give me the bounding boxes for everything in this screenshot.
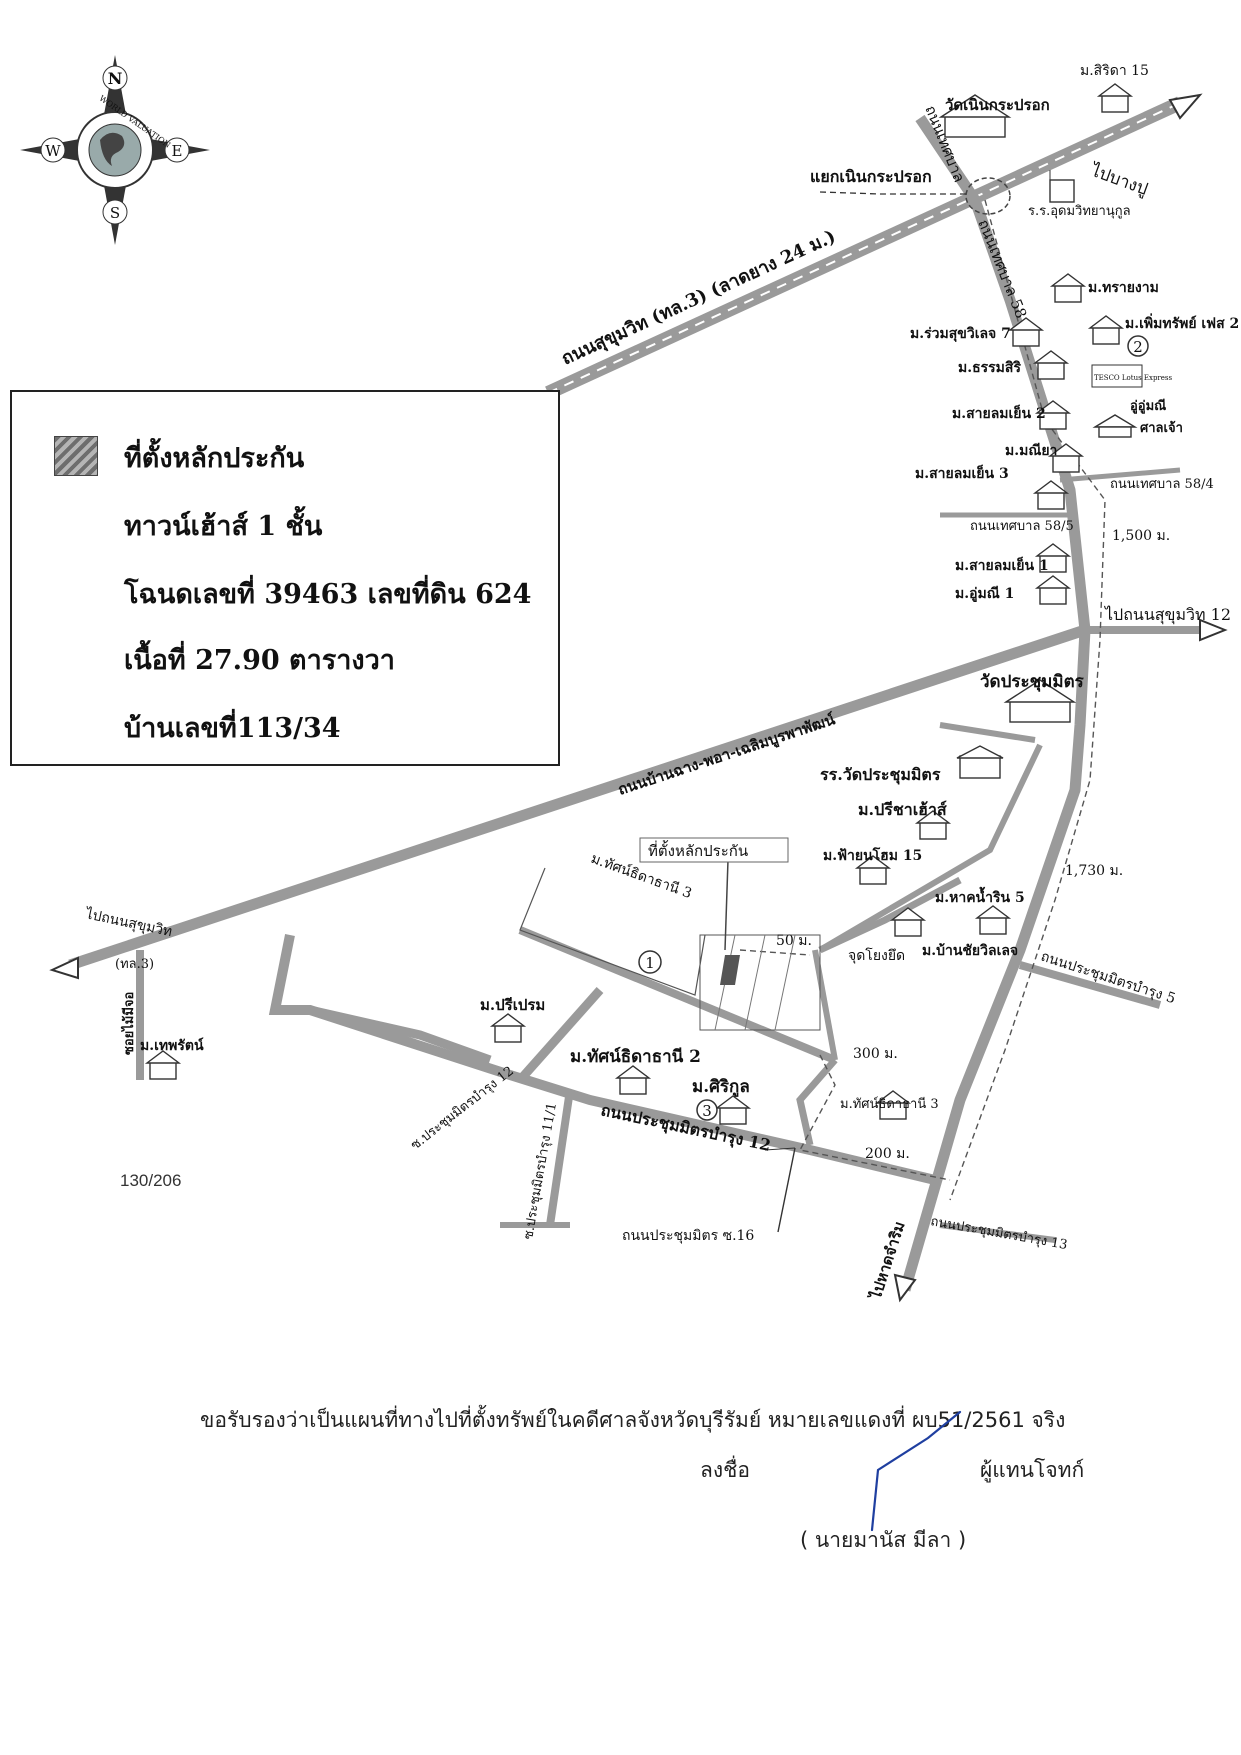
- legend-box: ที่ตั้งหลักประกัน ทาวน์เฮ้าส์ 1 ชั้น โฉน…: [10, 390, 560, 766]
- page-reference: 130/206: [120, 1171, 181, 1190]
- road-label-to-sukhumvit-left: ไปถนนสุขุมวิท: [83, 905, 174, 940]
- label-m-ruamsuk: ม.ร่วมสุขวิเลจ 7: [910, 326, 1011, 342]
- label-m-sailom-3: ม.สายลมเย็น 3: [915, 464, 1009, 482]
- distance-labels: 1,500 ม. 1,730 ม. 50 ม. 300 ม. 200 ม.: [776, 528, 1170, 1162]
- roads: [49, 93, 1228, 1303]
- road-label-thesaban-58-4: ถนนเทศบาล 58/4: [1110, 477, 1214, 492]
- road-label-soi: ซอยไม้มีจอ: [120, 992, 137, 1055]
- label-wat-prachum: วัดประชุมมิตร: [980, 672, 1085, 692]
- label-m-mani: ม.มณียา: [1005, 443, 1057, 459]
- road-label-prachum-13: ถนนประชุมมิตรบำรุง 13: [929, 1214, 1068, 1253]
- distance-1730: 1,730 ม.: [1065, 863, 1123, 879]
- label-school-prachum: รร.วัดประชุมมิตร: [820, 765, 941, 785]
- label-m-hakhamrin: ม.หาคน้ำริน 5: [935, 886, 1025, 906]
- legend-deed: โฉนดเลขที่ 39463 เลขที่ดิน 624: [124, 579, 532, 610]
- label-m-phoemsap: ม.เพิ่มทรัพย์ เฟส 2: [1125, 313, 1239, 332]
- location-map: N S W E WORLD VALUATION: [20, 55, 1239, 1303]
- label-junction: แยกเนินกระปรอก: [810, 167, 932, 186]
- label-wat-noen: วัดเนินกระปรอก: [945, 96, 1050, 114]
- label-uyumni: อู่อู่มณี: [1130, 398, 1166, 414]
- certification-text: ขอรับรองว่าเป็นแผนที่ทางไปที่ตั้งทรัพย์ใ…: [200, 1408, 1066, 1432]
- signer-role: ผู้แทนโจทก์: [980, 1458, 1085, 1482]
- label-m-pricha: ม.ปรีชาเฮ้าส์: [858, 800, 947, 819]
- compass-south: S: [110, 204, 120, 222]
- distance-1500: 1,500 ม.: [1112, 528, 1170, 544]
- compass-east: E: [172, 142, 183, 160]
- label-m-thatsanithi-3: ม.ทัศน์ธิดาธานี 3: [840, 1096, 939, 1112]
- label-property-callout: ที่ตั้งหลักประกัน: [648, 840, 748, 860]
- landmark-labels: ม.สิริดา 15 วัดเนินกระปรอก แยกเนินกระปรอ…: [140, 63, 1239, 1112]
- handwritten-signature: [870, 1410, 962, 1532]
- label-m-sirita: ม.สิริดา 15: [1080, 63, 1149, 79]
- label-sanchao: ศาลเจ้า: [1140, 420, 1183, 436]
- building-icons: [144, 83, 1143, 1125]
- road-label-tl3: (ทล.3): [115, 957, 154, 972]
- legend-title: ที่ตั้งหลักประกัน: [124, 443, 305, 474]
- label-tesco: TESCO Lotus Express: [1094, 374, 1173, 382]
- label-m-theparat: ม.เทพรัตน์: [140, 1037, 204, 1054]
- label-m-thamsiri: ม.ธรรมสิริ: [958, 360, 1021, 376]
- label-m-thatsanithi-2: ม.ทัศน์ธิดาธานี 2: [570, 1046, 701, 1067]
- compass-north: N: [108, 69, 123, 88]
- legend-property-type: ทาวน์เฮ้าส์ 1 ชั้น: [124, 511, 323, 542]
- distance-200: 200 ม.: [865, 1146, 910, 1162]
- distance-300: 300 ม.: [853, 1046, 898, 1062]
- label-m-uyumni-1: ม.อู่มณี 1: [955, 586, 1014, 602]
- road-label-to-sukhumvit-12: ไปถนนสุขุมวิท 12: [1103, 605, 1231, 625]
- road-label-prachum-12-small: ซ.ประชุมมิตรบำรุง 12: [408, 1064, 517, 1153]
- road-label-prachum-soi-16: ถนนประชุมมิตร ซ.16: [622, 1228, 754, 1244]
- road-label-thesaban-58: ถนนเทศบาล 58: [974, 217, 1030, 321]
- road-label-to-bangpu: ไปบางปู: [1086, 159, 1150, 200]
- road-label-thesaban-58-5: ถนนเทศบาล 58/5: [970, 519, 1074, 534]
- label-m-banchai: ม.บ้านชัยวิลเลจ: [922, 943, 1018, 959]
- road-label-ban-chang: ถนนบ้านฉาง-พอา-เฉลิมบูรพาพัฒน์: [616, 710, 839, 800]
- marker-3: 3: [702, 1102, 712, 1120]
- label-m-sirikul: ม.ศิริกูล: [692, 1077, 750, 1098]
- label-m-saiyngam: ม.ทรายงาม: [1088, 280, 1159, 296]
- legend-swatch: [54, 436, 98, 476]
- marker-1: 1: [645, 954, 655, 972]
- label-m-sailom-1: ม.สายลมเย็น 1: [955, 556, 1049, 574]
- signer-name: ( นายมานัส มีลา ): [800, 1528, 967, 1552]
- compass-rose: N S W E WORLD VALUATION: [20, 55, 210, 245]
- distance-50: 50 ม.: [776, 933, 812, 949]
- signature-label: ลงชื่อ: [700, 1458, 750, 1482]
- legend-area: เนื้อที่ 27.90 ตารางวา: [124, 645, 395, 676]
- road-label-sukhumvit: ถนนสุขุมวิท (ทล.3) (ลาดยาง 24 ม.): [558, 226, 839, 370]
- label-m-priprem: ม.ปรีเปรม: [480, 996, 545, 1014]
- legend-house-no: บ้านเลขที่113/34: [124, 713, 341, 744]
- label-m-sailom-2: ม.สายลมเย็น 2: [952, 404, 1046, 422]
- label-m-fayen: ม.ฟ้ายนโฮม 15: [823, 846, 922, 864]
- compass-west: W: [45, 142, 61, 160]
- label-school-udom: ร.ร.อุดมวิทยานุกูล: [1028, 204, 1131, 219]
- marker-2: 2: [1133, 338, 1143, 356]
- numbered-markers: 2 1 3: [638, 335, 1149, 1121]
- label-judyongyud: จุดโยงยึด: [848, 947, 905, 964]
